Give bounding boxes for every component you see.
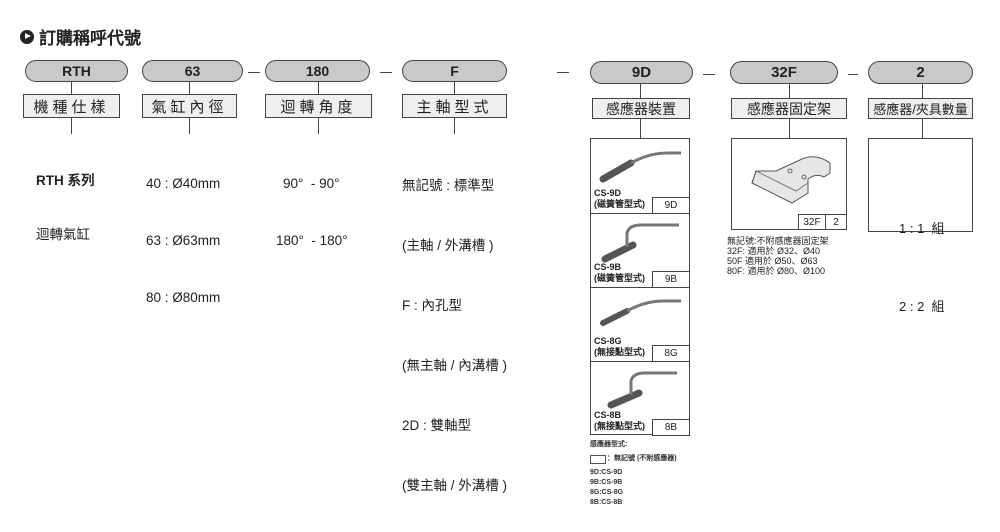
sensor-name: CS-9D bbox=[594, 188, 622, 198]
sensor-notes-blank: ：無記號 (不附感應器) bbox=[607, 455, 677, 462]
angle-option: 180° - 180° bbox=[276, 233, 348, 248]
label-model-spec: 機種仕樣 bbox=[23, 94, 120, 118]
bracket-code-cells: 32F 2 bbox=[798, 214, 847, 230]
label-bracket: 感應器固定架 bbox=[731, 98, 847, 119]
sensor-type: (磁簧管型式) bbox=[594, 273, 645, 283]
shaft-option: 無記號 : 標準型 bbox=[402, 178, 495, 193]
sensor-straight-icon bbox=[600, 299, 681, 326]
sensor-bent-icon bbox=[601, 223, 679, 263]
shaft-option: (主軸 / 外溝槽 ) bbox=[402, 238, 494, 253]
play-circle-icon bbox=[20, 29, 34, 44]
sensor-option: CS-8B(無接點型式) 8B bbox=[591, 361, 690, 436]
label-bore: 氣缸內徑 bbox=[142, 94, 237, 118]
sensor-type: (磁簧管型式) bbox=[594, 199, 645, 209]
connector bbox=[318, 82, 319, 94]
sensor-code: 9B bbox=[652, 271, 690, 288]
quantity-option: 2 : 2 組 bbox=[899, 299, 945, 314]
sensor-name: CS-8B bbox=[594, 410, 622, 420]
bracket-qty: 2 bbox=[825, 214, 847, 230]
angle-option: 90° - 90° bbox=[283, 176, 340, 191]
code-pill-shaft: F bbox=[402, 60, 507, 82]
connector bbox=[922, 84, 923, 98]
sensor-straight-icon bbox=[599, 151, 681, 183]
bore-option: 40 : Ø40mm bbox=[146, 176, 221, 191]
dash bbox=[848, 74, 858, 75]
label-shaft: 主軸型式 bbox=[402, 94, 507, 118]
bracket-image bbox=[751, 156, 831, 204]
bore-option: 63 : Ø63mm bbox=[146, 233, 221, 248]
code-pill-qty: 2 bbox=[868, 61, 973, 84]
code-pill-sensor: 9D bbox=[590, 61, 693, 84]
sensor-option: CS-9D(磁簧管型式) 9D bbox=[591, 139, 690, 214]
connector bbox=[189, 82, 190, 94]
model-desc: RTH 系列 迴轉氣缸 bbox=[36, 136, 95, 280]
sensor-code: 8G bbox=[652, 345, 690, 362]
shaft-option: (無主軸 / 內溝槽 ) bbox=[402, 358, 507, 373]
bracket-note: 無記號:不附感應器固定架 bbox=[727, 236, 829, 246]
connector bbox=[454, 82, 455, 94]
code-pill-model: RTH bbox=[25, 60, 128, 82]
bore-option: 80 : Ø80mm bbox=[146, 290, 221, 305]
sensor-note-item: 8G:CS-8G bbox=[590, 489, 624, 496]
dash bbox=[703, 74, 715, 75]
quantity-box: 1 : 1 組 2 : 2 組 bbox=[868, 138, 973, 314]
model-series: RTH 系列 bbox=[36, 173, 95, 188]
shaft-option: (雙主軸 / 外溝槽 ) bbox=[402, 478, 507, 493]
sensor-code: 8B bbox=[652, 419, 690, 436]
quantity-option: 1 : 1 組 bbox=[899, 221, 945, 236]
connector bbox=[922, 119, 923, 138]
connector bbox=[789, 119, 790, 138]
sensor-type: (無接點型式) bbox=[594, 347, 645, 357]
code-pill-angle: 180 bbox=[265, 60, 370, 82]
connector bbox=[318, 118, 319, 134]
sensor-name: CS-9B bbox=[594, 262, 622, 272]
sensor-bent-icon bbox=[607, 371, 677, 409]
model-type: 迴轉氣缸 bbox=[36, 227, 90, 242]
dash bbox=[248, 72, 260, 73]
sensor-note-item: 9B:CS-9B bbox=[590, 479, 623, 486]
sensor-type: (無接點型式) bbox=[594, 421, 645, 431]
sensor-notes-heading: 感應器型式: bbox=[590, 441, 628, 448]
angle-options: 90° - 90° 180° - 180° bbox=[276, 136, 348, 288]
connector bbox=[189, 118, 190, 134]
shaft-options: 無記號 : 標準型 (主軸 / 外溝槽 ) F : 內孔型 (無主軸 / 內溝槽… bbox=[402, 136, 507, 532]
quantity-options: 1 : 1 組 2 : 2 組 bbox=[899, 164, 945, 372]
connector bbox=[789, 84, 790, 98]
sensor-note-item: 9D:CS-9D bbox=[590, 469, 623, 476]
sensor-note-item: 8B:CS-8B bbox=[590, 499, 623, 506]
sensor-code: 9D bbox=[652, 197, 690, 214]
label-quantity: 感應器/夾具數量 bbox=[868, 98, 973, 119]
title-text: 訂購稱呼代號 bbox=[39, 29, 141, 48]
connector bbox=[71, 82, 72, 94]
shaft-option: F : 內孔型 bbox=[402, 298, 462, 313]
dash bbox=[380, 72, 392, 73]
shaft-option: 2D : 雙軸型 bbox=[402, 418, 472, 433]
bore-options: 40 : Ø40mm 63 : Ø63mm 80 : Ø80mm bbox=[146, 136, 220, 345]
connector bbox=[640, 84, 641, 98]
code-pill-bracket: 32F bbox=[730, 61, 838, 84]
connector bbox=[71, 118, 72, 134]
sensor-options-box: CS-9D(磁簧管型式) 9D CS-9B(磁簧管型式) 9B CS-8G(無接… bbox=[590, 138, 690, 436]
sensor-option: CS-9B(磁簧管型式) 9B bbox=[591, 213, 690, 288]
section-title: 訂購稱呼代號 bbox=[20, 24, 141, 49]
blank-box-icon bbox=[590, 454, 606, 464]
label-angle: 迴轉角度 bbox=[265, 94, 372, 118]
connector bbox=[454, 118, 455, 134]
sensor-option: CS-8G(無接點型式) 8G bbox=[591, 287, 690, 362]
code-pill-bore: 63 bbox=[142, 60, 243, 82]
label-sensor: 感應器裝置 bbox=[592, 98, 690, 119]
dash bbox=[557, 72, 569, 73]
bracket-box: 32F 2 bbox=[731, 138, 847, 230]
sensor-notes: 感應器型式: ：無記號 (不附感應器) 9D:CS-9D 9B:CS-9B 8G… bbox=[590, 440, 677, 508]
bracket-note: 32F: 適用於 Ø32、Ø40 bbox=[727, 246, 821, 256]
bracket-note: 80F: 適用於 Ø80、Ø100 bbox=[727, 266, 826, 276]
bracket-notes: 無記號:不附感應器固定架 32F: 適用於 Ø32、Ø40 50F 適用於 Ø5… bbox=[727, 236, 829, 276]
bracket-code: 32F bbox=[798, 214, 826, 230]
connector bbox=[640, 119, 641, 138]
sensor-name: CS-8G bbox=[594, 336, 622, 346]
bracket-note: 50F 適用於 Ø50、Ø63 bbox=[727, 256, 818, 266]
